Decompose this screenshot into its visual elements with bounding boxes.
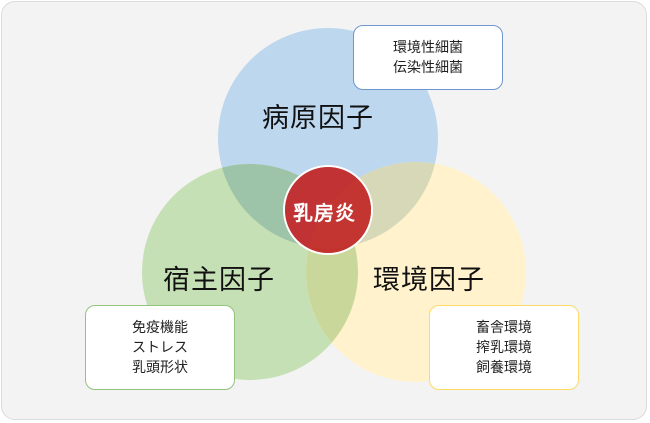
pathogen-notes-box: 環境性細菌 伝染性細菌: [353, 25, 503, 90]
pathogen-factor-label: 病原因子: [262, 103, 374, 134]
environment-notes-box: 畜舎環境 搾乳環境 飼養環境: [429, 305, 579, 390]
note-item: 伝染性細菌: [393, 59, 463, 76]
note-item: 乳頭形状: [132, 359, 188, 376]
environment-factor-label: 環境因子: [373, 265, 485, 296]
note-item: 免疫機能: [132, 319, 188, 336]
host-factor-label: 宿主因子: [163, 265, 275, 296]
note-item: 畜舎環境: [476, 319, 532, 336]
note-item: ストレス: [132, 339, 188, 356]
mastitis-label: 乳房炎: [293, 201, 356, 225]
note-item: 環境性細菌: [393, 39, 463, 56]
note-item: 搾乳環境: [476, 339, 532, 356]
host-notes-box: 免疫機能 ストレス 乳頭形状: [85, 305, 235, 390]
note-item: 飼養環境: [476, 359, 532, 376]
